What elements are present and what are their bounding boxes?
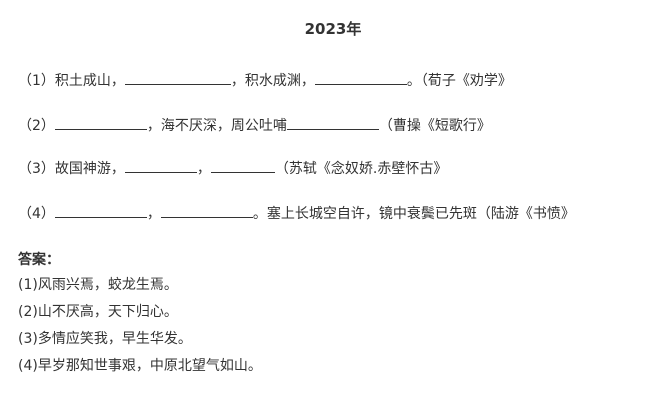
question-text: ， [196,161,211,177]
question-text: 。（荀子《劝学》 [406,73,512,89]
question-text: ，海不厌深，周公吐哺 [146,118,287,134]
answer-blank [54,203,147,218]
answer-blank [210,158,275,173]
answer-blank [54,115,147,130]
answer-blank [314,70,407,85]
question-2: （2） ，海不厌深，周公吐哺 （曹操《短歌行》 [18,115,491,136]
question-text: 故国神游， [54,161,125,177]
answer-item: (3)多情应笑我，早生华发。 [18,331,192,347]
question-1: （1）积土成山， ，积水成渊， 。（荀子《劝学》 [18,70,512,91]
answer-blank [286,115,379,130]
answer-item: (4)早岁那知世事艰，中原北望气如山。 [18,358,262,374]
question-text: （苏轼《念奴娇.赤壁怀古》 [274,161,448,177]
question-number: （3） [18,161,55,177]
question-text: （曹操《短歌行》 [378,118,491,134]
question-text: ， [146,206,161,222]
answer-item: (2)山不厌高，天下归心。 [18,304,178,320]
question-number: （1） [18,73,55,89]
answer-blank [124,158,197,173]
answer-item: (1)风雨兴焉，蛟龙生焉。 [18,277,178,293]
answer-blank [124,70,231,85]
question-4: （4） ， 。塞上长城空自许，镜中衰鬓已先斑（陆游《书愤》 [18,203,575,224]
question-3: （3）故国神游， ， （苏轼《念奴娇.赤壁怀古》 [18,158,447,179]
question-text: 积土成山， [54,73,125,89]
page-title: 2023年 [304,20,362,38]
question-number: （4） [18,206,55,222]
question-text: ，积水成渊， [230,73,315,89]
answer-blank [160,203,253,218]
question-number: （2） [18,118,55,134]
answers-heading: 答案： [18,252,60,268]
question-text: 。塞上长城空自许，镜中衰鬓已先斑（陆游《书愤》 [252,206,575,222]
